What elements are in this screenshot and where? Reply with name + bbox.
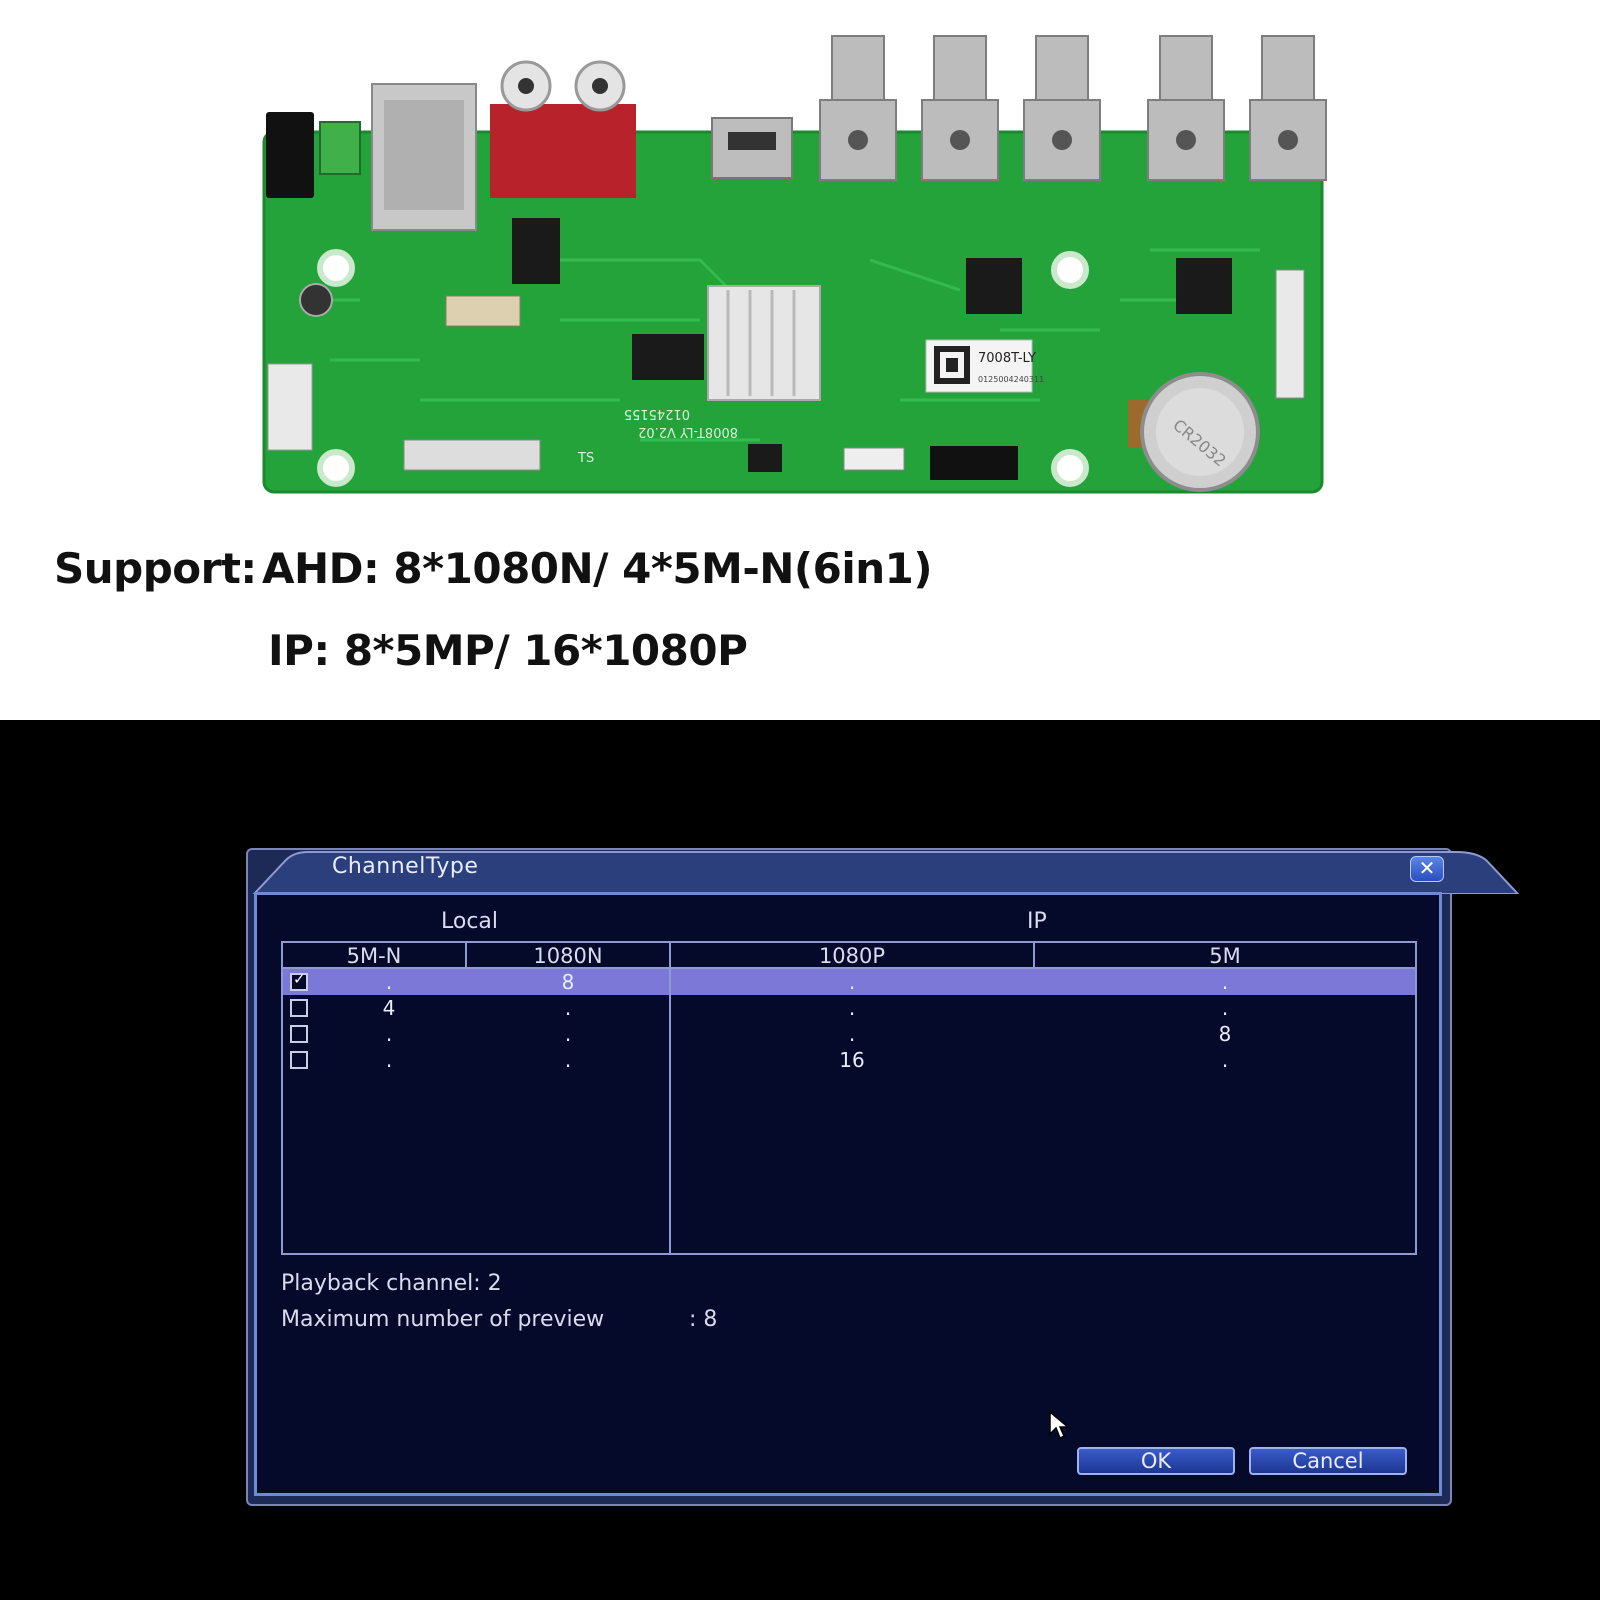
- silkscreen-ts-text: TS: [577, 451, 594, 466]
- support-ahd-text: AHD: 8*1080N/ 4*5M-N(6in1): [262, 544, 933, 593]
- mouse-cursor-icon: [1049, 1410, 1070, 1440]
- silkscreen-code-text: 01245155: [624, 406, 690, 421]
- dialog-content: Local IP 5M-N 1080N 1080P 5M . 8 . .: [254, 892, 1442, 1496]
- max-preview-label: Maximum number of preview: [281, 1307, 605, 1332]
- channel-type-dialog: ChannelType ✕ Local IP 5M-N 1080N 1080P …: [246, 848, 1520, 1506]
- cell-1080p: 16: [839, 1048, 865, 1072]
- cell-1080p: .: [848, 970, 856, 994]
- cell-5m-n: 4: [382, 996, 396, 1020]
- max-preview-value: : 8: [689, 1307, 718, 1332]
- silkscreen-model-text: 8008T-LY V2.02: [638, 424, 738, 439]
- column-header-5m-n: 5M-N: [346, 944, 402, 968]
- sticker-serial-text: 0125004240311: [978, 375, 1044, 384]
- cell-5m-n: .: [385, 1048, 393, 1072]
- group-local-header: Local: [441, 909, 499, 934]
- close-icon: ✕: [1418, 856, 1436, 880]
- column-header-1080p: 1080P: [818, 944, 886, 968]
- column-divider: [1033, 943, 1035, 967]
- cell-1080n: 8: [561, 970, 575, 994]
- ok-button[interactable]: OK: [1077, 1447, 1235, 1475]
- cell-5m-n: .: [385, 970, 393, 994]
- dvr-screen: ChannelType ✕ Local IP 5M-N 1080N 1080P …: [0, 720, 1600, 1600]
- support-label: Support:: [54, 544, 257, 593]
- row-checkbox[interactable]: [290, 970, 308, 991]
- selected-row-highlight: [283, 969, 1415, 995]
- column-header-5m: 5M: [1209, 944, 1241, 968]
- cancel-button[interactable]: Cancel: [1249, 1447, 1407, 1475]
- cell-1080n: .: [564, 1022, 572, 1046]
- cell-1080n: .: [564, 996, 572, 1020]
- support-ip-text: IP: 8*5MP/ 16*1080P: [268, 626, 748, 675]
- cell-5m: .: [1221, 970, 1229, 994]
- cell-5m: .: [1221, 996, 1229, 1020]
- dvr-board-image: 7008T-LY 0125004240311 8008T-LY V2.02 01…: [262, 35, 1327, 494]
- row-checkbox[interactable]: [290, 999, 308, 1017]
- cell-5m: 8: [1218, 1022, 1232, 1046]
- cell-5m-n: .: [385, 1022, 393, 1046]
- title-tab: [252, 851, 1520, 894]
- row-checkbox[interactable]: [290, 1051, 308, 1069]
- cell-1080p: .: [848, 996, 856, 1020]
- cell-5m: .: [1221, 1048, 1229, 1072]
- row-checkbox[interactable]: [290, 1025, 308, 1043]
- group-divider: [669, 943, 671, 1253]
- close-button[interactable]: ✕: [1410, 856, 1444, 882]
- product-image-area: 7008T-LY 0125004240311 8008T-LY V2.02 01…: [0, 0, 1600, 720]
- cell-1080n: .: [564, 1048, 572, 1072]
- channel-type-table: 5M-N 1080N 1080P 5M . 8 . .: [281, 941, 1417, 1255]
- sticker-model-text: 7008T-LY: [978, 351, 1036, 366]
- column-divider: [465, 943, 467, 967]
- column-header-1080n: 1080N: [533, 944, 603, 968]
- playback-channel-text: Playback channel: 2: [281, 1271, 502, 1296]
- dialog-title: ChannelType: [332, 854, 479, 879]
- header-divider: [283, 967, 1415, 969]
- group-ip-header: IP: [1027, 909, 1047, 934]
- cell-1080p: .: [848, 1022, 856, 1046]
